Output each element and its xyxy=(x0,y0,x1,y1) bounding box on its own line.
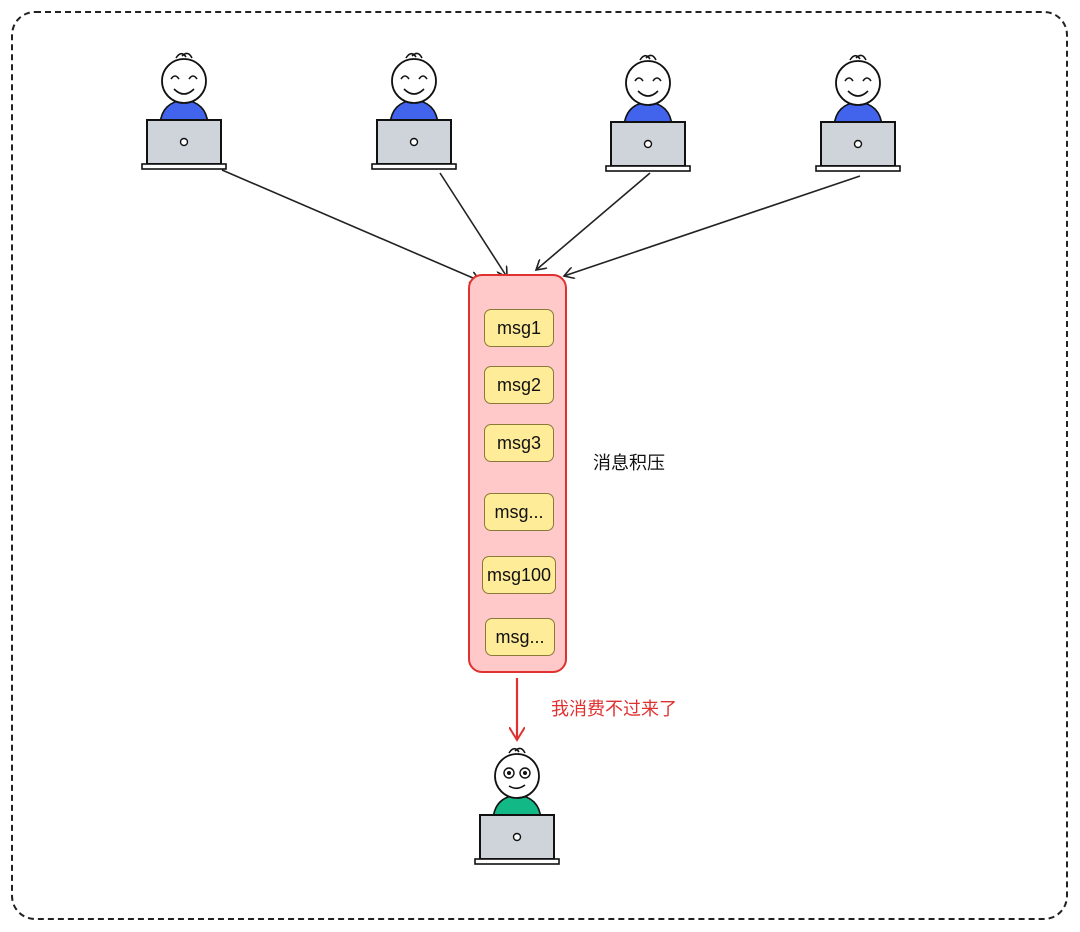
producer-3 xyxy=(605,54,691,172)
arrow-producer-4 xyxy=(564,175,861,276)
arrow-producer-3 xyxy=(536,172,651,270)
dashed-frame xyxy=(11,11,1068,920)
producer-4 xyxy=(815,54,901,172)
arrow-producer-2 xyxy=(439,172,507,277)
consumer-note: 我消费不过来了 xyxy=(551,699,677,719)
producer-2 xyxy=(371,52,457,170)
queue-message: msg3 xyxy=(484,424,554,462)
queue-message: msg1 xyxy=(484,309,554,347)
arrow-producer-1 xyxy=(221,169,480,281)
backlog-label: 消息积压 xyxy=(593,453,665,473)
queue-message: msg2 xyxy=(484,366,554,404)
queue-message: msg... xyxy=(484,493,554,531)
consumer xyxy=(474,747,560,865)
queue-message: msg100 xyxy=(482,556,556,594)
producer-1 xyxy=(141,52,227,170)
message-queue: msg1 msg2 msg3 msg... msg100 msg... xyxy=(468,274,567,673)
queue-message: msg... xyxy=(485,618,555,656)
